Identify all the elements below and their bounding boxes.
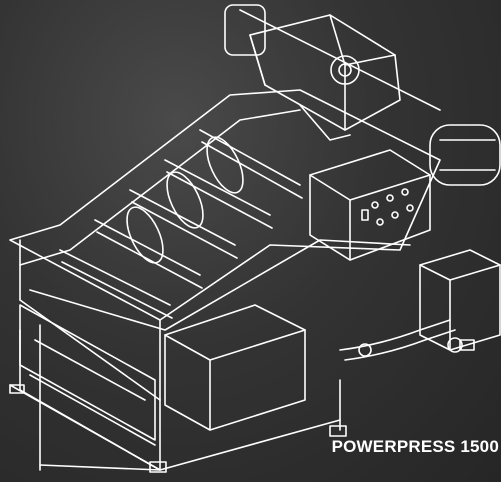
side-box-right (419, 249, 501, 351)
collection-tray (19, 304, 156, 441)
foot-pad-3 (329, 425, 347, 437)
control-box (309, 149, 431, 261)
belt-housing (9, 89, 441, 401)
foot-pad-2 (149, 461, 167, 473)
feed-hopper (249, 14, 401, 141)
product-name: POWERPRESS 1500 (331, 437, 499, 456)
foot-pad-4 (459, 339, 475, 351)
drive-cylinder (224, 4, 501, 186)
foot-pad-1 (9, 384, 25, 394)
piping (339, 319, 463, 361)
rollers (59, 129, 303, 319)
motor-icon (429, 124, 501, 186)
front-motor-box (164, 304, 306, 431)
